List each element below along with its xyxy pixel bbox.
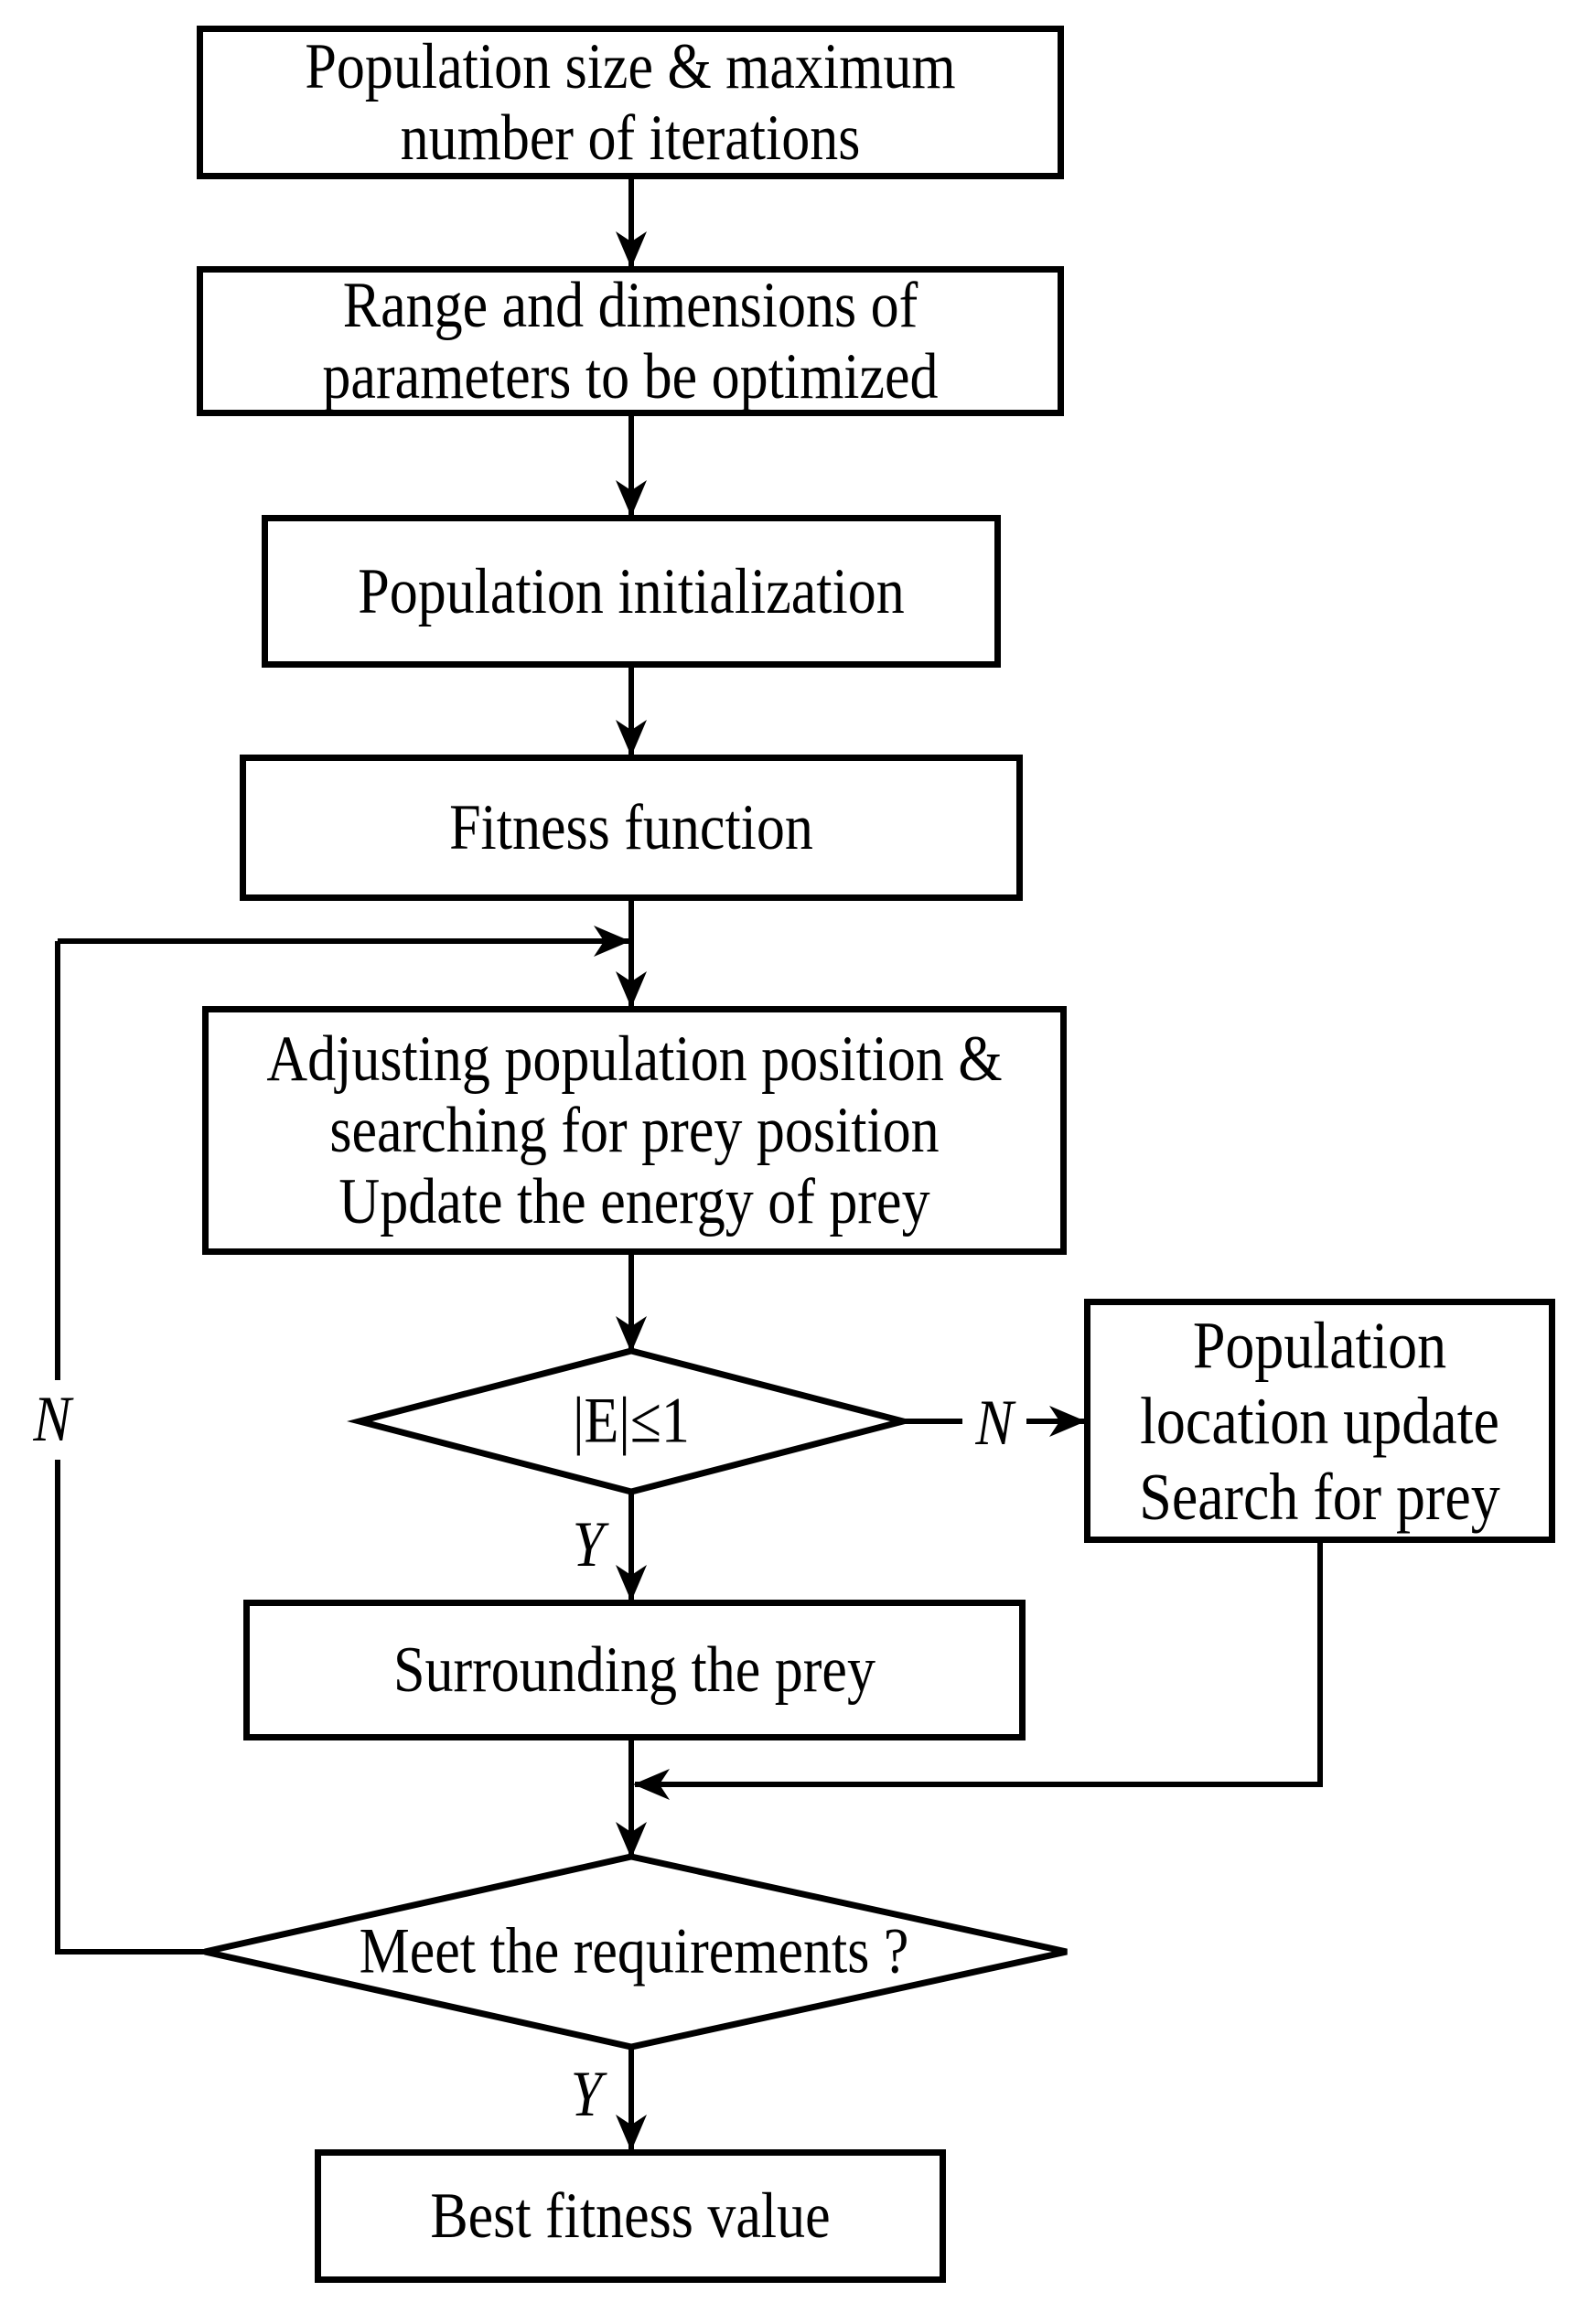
- node-range-dimensions: Range and dimensions of parameters to be…: [197, 266, 1064, 416]
- label-energy-yes: Y: [568, 1512, 608, 1578]
- decision-meet-label: Meet the requirements ?: [359, 1915, 909, 1987]
- node-location-update-label: Population location update Search for pr…: [1139, 1307, 1500, 1534]
- node-best-fitness-label: Best fitness value: [430, 2179, 831, 2253]
- node-location-update: Population location update Search for pr…: [1084, 1299, 1555, 1543]
- node-population-size: Population size & maximum number of iter…: [197, 26, 1064, 179]
- decision-energy-shape: [347, 1347, 916, 1495]
- node-adjust-population: Adjusting population position & searchin…: [202, 1006, 1067, 1255]
- node-surrounding-prey: Surrounding the prey: [243, 1600, 1026, 1740]
- node-surrounding-prey-label: Surrounding the prey: [393, 1633, 875, 1707]
- label-meet-yes: Y: [566, 2062, 607, 2127]
- node-population-initialization: Population initialization: [262, 515, 1001, 668]
- node-population-initialization-label: Population initialization: [358, 555, 905, 627]
- decision-meet-shape: [204, 1853, 1068, 2051]
- node-best-fitness: Best fitness value: [315, 2149, 946, 2283]
- node-adjust-population-label: Adjusting population position & searchin…: [266, 1023, 1003, 1238]
- label-meet-no: N: [29, 1387, 75, 1452]
- node-population-size-label: Population size & maximum number of iter…: [305, 30, 956, 175]
- arrow-location-update-return: [633, 1543, 1323, 1800]
- node-range-dimensions-label: Range and dimensions of parameters to be…: [322, 269, 939, 413]
- node-fitness-function-label: Fitness function: [449, 791, 813, 864]
- label-energy-no: N: [972, 1390, 1017, 1456]
- loop-meet-no-lower-segment: [55, 1460, 205, 1955]
- node-fitness-function: Fitness function: [240, 755, 1023, 901]
- decision-energy-label: |E|≤1: [573, 1385, 690, 1457]
